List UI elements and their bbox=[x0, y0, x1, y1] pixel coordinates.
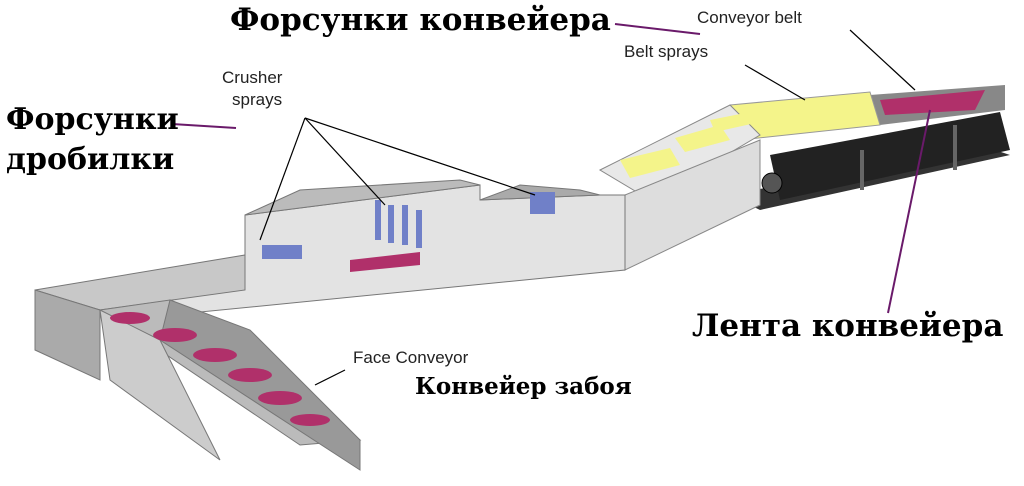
label-crusher-sprays-en-1: Crusher bbox=[222, 68, 283, 87]
label-belt-sprays-en: Belt sprays bbox=[624, 42, 709, 61]
label-conveyor-belt-ru: Лента конвейера bbox=[692, 308, 1004, 344]
label-crusher-sprays-ru-1: Форсунки bbox=[6, 102, 179, 137]
label-crusher-sprays-ru-2: дробилки bbox=[6, 142, 175, 177]
face-conveyor bbox=[34, 254, 362, 471]
ramp bbox=[598, 104, 761, 271]
crusher-body bbox=[169, 179, 626, 316]
belt-conveyor bbox=[729, 85, 1010, 210]
label-belt-sprays-ru: Форсунки конвейера bbox=[230, 2, 611, 38]
label-crusher-sprays-en-2: sprays bbox=[232, 90, 283, 109]
leader-lines-ru bbox=[171, 23, 931, 314]
label-conveyor-belt-en: Conveyor belt bbox=[697, 8, 802, 27]
pointer-lines bbox=[259, 29, 916, 386]
label-face-conveyor-ru: Конвейер забоя bbox=[415, 373, 632, 400]
label-face-conveyor-en: Face Conveyor bbox=[353, 348, 469, 367]
